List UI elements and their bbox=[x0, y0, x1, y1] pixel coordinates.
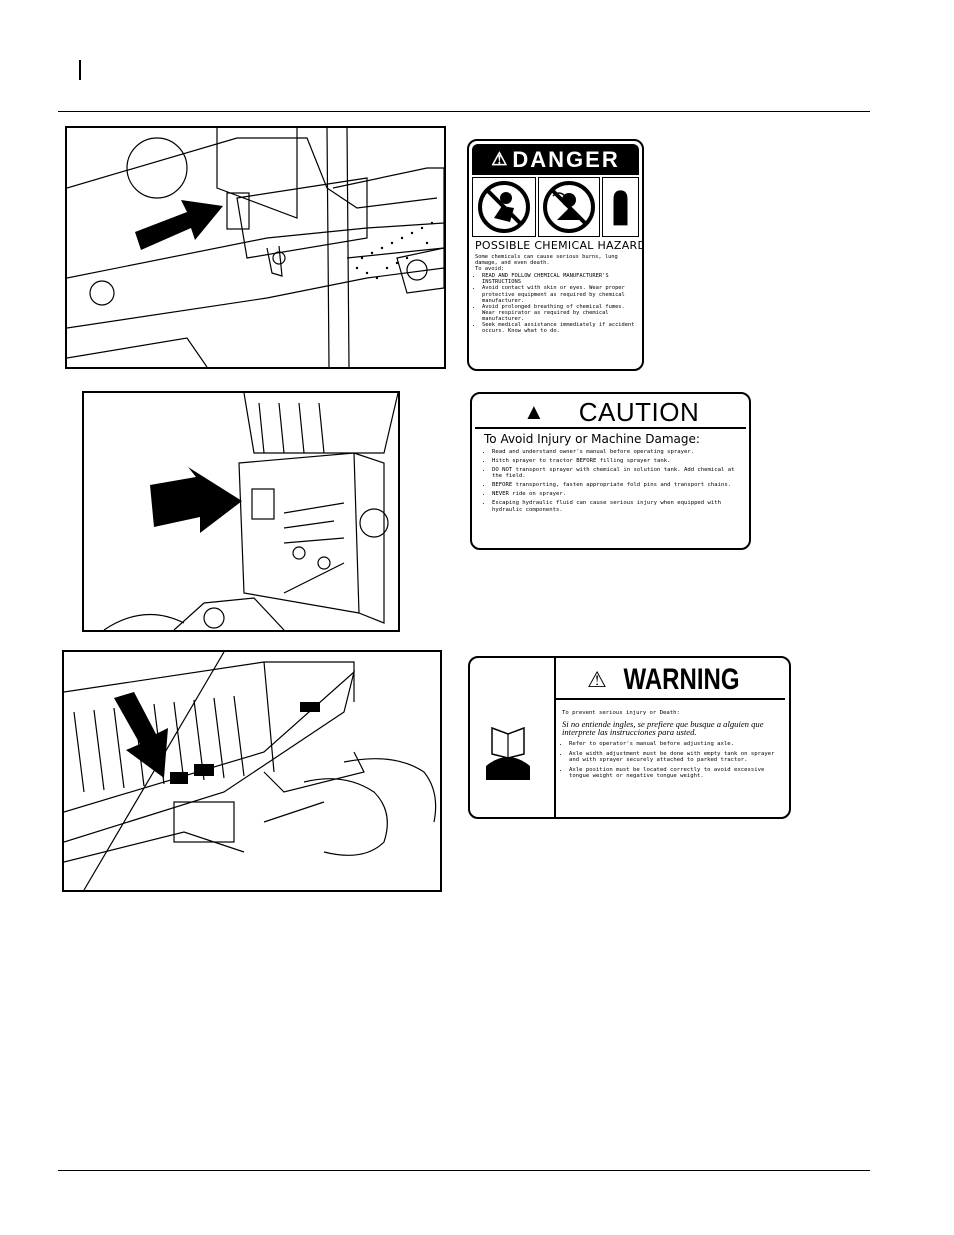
no-fumes-icon bbox=[538, 177, 600, 237]
alert-triangle-icon: ⚠ bbox=[491, 149, 510, 169]
header-rule bbox=[58, 111, 870, 112]
danger-header: ⚠ DANGER bbox=[472, 144, 639, 175]
read-manual-icon bbox=[486, 726, 530, 780]
pointer-arrow bbox=[150, 467, 242, 533]
pointer-arrow bbox=[135, 200, 223, 250]
danger-body: Some chemicals can cause serious burns, … bbox=[475, 254, 638, 334]
warning-item: Axle width adjustment must be done with … bbox=[569, 751, 784, 764]
pointer-arrow bbox=[114, 692, 168, 778]
danger-decal: ⚠ DANGER POSSIBLE CHEMI bbox=[467, 139, 644, 371]
caution-item: NEVER ride on sprayer. bbox=[492, 491, 742, 498]
caution-body: Read and understand owner's manual befor… bbox=[484, 449, 742, 516]
photo-danger-location bbox=[65, 126, 446, 369]
warning-item: Refer to operator's manual before adjust… bbox=[569, 741, 784, 747]
no-contact-icon bbox=[472, 177, 536, 237]
header-marker bbox=[79, 60, 81, 80]
danger-item: Seek medical assistance immediately if a… bbox=[482, 322, 638, 334]
warning-item: Axle position must be located correctly … bbox=[569, 767, 784, 780]
illustration-axle bbox=[64, 652, 437, 890]
caution-item: BEFORE transporting, fasten appropriate … bbox=[492, 482, 742, 489]
illustration-frame-plate bbox=[103, 393, 398, 630]
caution-item: Escaping hydraulic fluid can cause serio… bbox=[492, 500, 742, 513]
caution-subtitle: To Avoid Injury or Machine Damage: bbox=[484, 432, 700, 446]
danger-title: DANGER bbox=[512, 146, 620, 172]
warning-body: To prevent serious injury or Death: Si n… bbox=[562, 710, 784, 782]
danger-item: READ AND FOLLOW CHEMICAL MANUFACTURER'S … bbox=[482, 273, 638, 285]
caution-item: Hitch sprayer to tractor BEFORE filling … bbox=[492, 458, 742, 465]
warning-header: ⚠ WARNING bbox=[556, 662, 785, 700]
caution-decal: ▲ CAUTION To Avoid Injury or Machine Dam… bbox=[470, 392, 751, 550]
glove-icon bbox=[602, 177, 639, 237]
danger-intro: Some chemicals can cause serious burns, … bbox=[475, 254, 618, 267]
danger-to-avoid: To avoid: bbox=[475, 266, 505, 273]
danger-pictograms bbox=[472, 177, 639, 237]
danger-hazard-title: POSSIBLE CHEMICAL HAZARD bbox=[475, 239, 644, 252]
photo-caution-location bbox=[82, 391, 400, 632]
photo-warning-location bbox=[62, 650, 442, 892]
caution-title: CAUTION bbox=[578, 396, 700, 427]
footer-rule bbox=[58, 1170, 870, 1171]
danger-item: Avoid contact with skin or eyes. Wear pr… bbox=[482, 285, 638, 303]
illustration-tank-side bbox=[67, 128, 444, 367]
warning-title: WARNING bbox=[623, 663, 740, 696]
alert-triangle-icon: ⚠ bbox=[587, 667, 607, 692]
warning-intro: To prevent serious injury or Death: bbox=[562, 710, 680, 716]
warning-decal: ⚠ WARNING To prevent serious injury or D… bbox=[468, 656, 791, 819]
warning-pictogram bbox=[470, 658, 556, 817]
caution-item: DO NOT transport sprayer with chemical i… bbox=[492, 467, 742, 480]
danger-item: Avoid prolonged breathing of chemical fu… bbox=[482, 304, 638, 322]
alert-triangle-icon: ▲ bbox=[523, 399, 545, 424]
caution-item: Read and understand owner's manual befor… bbox=[492, 449, 742, 456]
caution-header: ▲ CAUTION bbox=[475, 397, 746, 429]
warning-spanish: Si no entiende ingles, se prefiere que b… bbox=[562, 719, 764, 738]
